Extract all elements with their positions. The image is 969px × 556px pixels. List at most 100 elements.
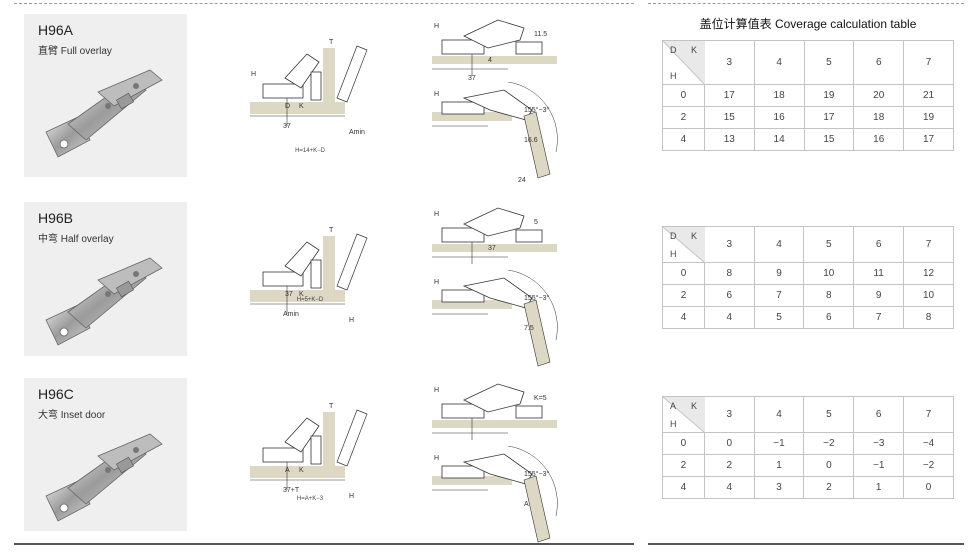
- row-header-h: 0: [662, 84, 705, 107]
- top-dashed-rule-right: [648, 3, 964, 4]
- table-cell: 4: [703, 306, 755, 329]
- dimension-label: T: [329, 403, 334, 410]
- table-cell: 6: [803, 306, 855, 329]
- table-cell: 1: [853, 476, 905, 499]
- column-header: 3: [703, 396, 755, 433]
- column-header: 7: [903, 396, 954, 433]
- dimension-label: 155°−3°: [524, 470, 549, 478]
- dimension-label: 24: [518, 177, 526, 184]
- hinge-photo: [45, 257, 163, 346]
- column-header: 4: [753, 396, 805, 433]
- model-card-h96c: H96C 大弯 Inset door: [24, 378, 187, 531]
- row-header-h: 4: [662, 476, 705, 499]
- dimension-label: 4: [488, 57, 492, 64]
- dimension-label: H: [434, 91, 439, 98]
- formula: H=14+K−D: [295, 148, 325, 154]
- row-header-h: 0: [662, 432, 705, 455]
- dimension-label: D: [285, 103, 290, 110]
- table-cell: 10: [903, 284, 954, 307]
- dimension-label: H: [434, 279, 439, 286]
- table-cell: 8: [703, 262, 755, 285]
- table-cell: 4: [703, 476, 755, 499]
- dimension-label: 37: [488, 245, 496, 252]
- dimension-label: T: [329, 227, 334, 234]
- table-cell: −4: [903, 432, 954, 455]
- table-cell: 15: [703, 106, 755, 129]
- column-header: 6: [853, 226, 905, 263]
- dimension-label: Amin: [349, 129, 365, 136]
- h-variable-label: H: [670, 249, 677, 259]
- dimension-label: H: [434, 455, 439, 462]
- dimension-label: H: [251, 71, 256, 78]
- dimension-label: 7.5: [524, 325, 534, 332]
- bottom-rule-left: [14, 543, 634, 545]
- column-variable-label: K: [691, 401, 698, 411]
- dimension-label: 37: [468, 75, 476, 82]
- row-header-h: 2: [662, 106, 705, 129]
- table-cell: −1: [853, 454, 905, 477]
- column-header: 3: [703, 226, 755, 263]
- table-cell: 17: [703, 84, 755, 107]
- table-cell: 14: [753, 128, 805, 151]
- table-cell: 20: [853, 84, 905, 107]
- table-cell: 1: [753, 454, 805, 477]
- dimension-label: 155°−3°: [524, 294, 549, 302]
- row-header-h: 4: [662, 306, 705, 329]
- top-diagram-open: H 155°−3° A: [432, 446, 558, 543]
- model-code: H96B: [38, 210, 74, 226]
- table-cell: 2: [703, 454, 755, 477]
- dimension-label: K: [299, 103, 304, 110]
- table-cell: −3: [853, 432, 905, 455]
- table-cell: 9: [753, 262, 805, 285]
- formula: H=5+K−D: [296, 297, 324, 303]
- table-cell: 17: [903, 128, 954, 151]
- dimension-label: 5: [534, 219, 538, 226]
- table-cell: 12: [903, 262, 954, 285]
- dimension-label: K: [299, 467, 304, 474]
- dimension-label: A: [524, 501, 529, 508]
- table-cell: 15: [803, 128, 855, 151]
- table-cell: 0: [903, 476, 954, 499]
- table-cell: 6: [703, 284, 755, 307]
- dimension-label: H: [434, 387, 439, 394]
- row-header-h: 4: [662, 128, 705, 151]
- table-cell: 18: [853, 106, 905, 129]
- column-header: 5: [803, 226, 855, 263]
- model-description: 直臂 Full overlay: [38, 46, 112, 57]
- model-code: H96A: [38, 22, 74, 38]
- top-diagram-open: H 155°−3° 7.5: [432, 270, 558, 367]
- bottom-rule-right: [648, 543, 964, 545]
- top-diagram-closed: HK=5: [432, 383, 557, 440]
- model-description: 中弯 Half overlay: [38, 234, 114, 245]
- top-dashed-rule-left: [14, 3, 634, 4]
- column-header: 5: [803, 396, 855, 433]
- table-cell: 2: [803, 476, 855, 499]
- table-cell: 8: [803, 284, 855, 307]
- dimension-label: H: [434, 211, 439, 218]
- column-header: 6: [853, 396, 905, 433]
- row-header-h: 2: [662, 454, 705, 477]
- dimension-label: 155°−3°: [524, 106, 549, 114]
- dimension-label: 11.5: [534, 31, 547, 38]
- column-header: 5: [803, 40, 855, 85]
- row-variable-label: D: [670, 231, 677, 241]
- table-cell: −2: [903, 454, 954, 477]
- dimension-label: Amin: [283, 311, 299, 318]
- dimension-label: 37+T: [283, 487, 300, 494]
- column-header: 4: [753, 40, 805, 85]
- column-header: 6: [853, 40, 905, 85]
- dimension-label: 37: [283, 123, 291, 130]
- dimension-label: T: [329, 39, 334, 46]
